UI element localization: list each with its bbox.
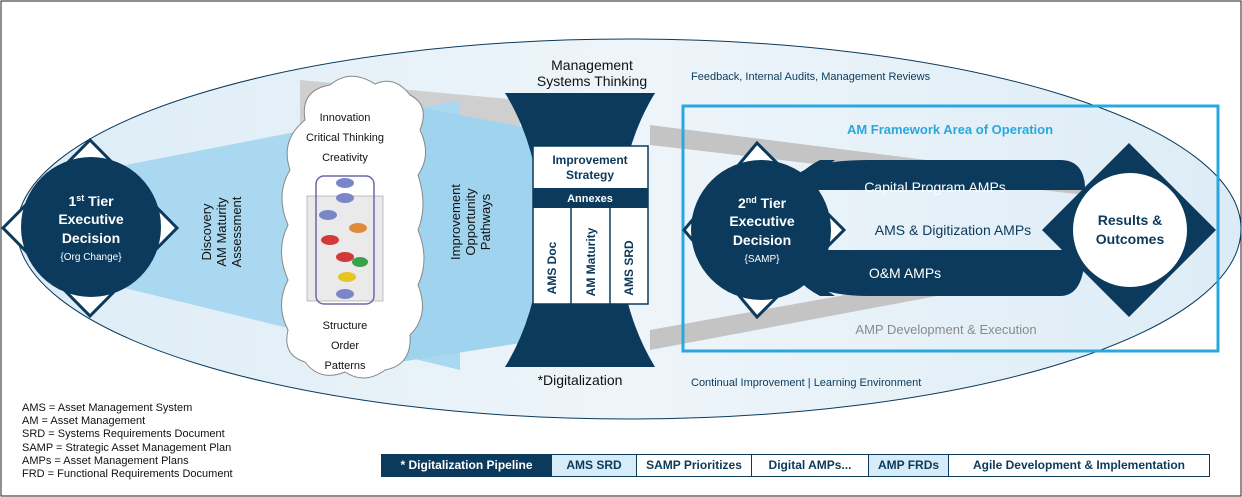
flowchart-thumbnail bbox=[306, 175, 384, 305]
continual-improvement-text: Continual Improvement | Learning Environ… bbox=[691, 377, 921, 389]
column-ams-doc: AMS Doc bbox=[545, 241, 559, 294]
management-line2: Systems Thinking bbox=[537, 73, 647, 89]
tier1-line3: Decision bbox=[62, 230, 120, 246]
cloud-structure: Structure bbox=[323, 320, 368, 332]
strategy-box bbox=[532, 145, 649, 305]
digitalization-pipeline: * Digitalization Pipeline AMS SRD SAMP P… bbox=[381, 454, 1210, 477]
management-line1: Management bbox=[551, 57, 633, 73]
pipeline-step-digital-amps: Digital AMPs... bbox=[752, 455, 869, 476]
improvement-pathways-label: Improvement Opportunity Pathways bbox=[448, 184, 493, 260]
column-ams-srd: AMS SRD bbox=[622, 240, 636, 296]
digitization-amps-label: AMS & Digitization AMPs bbox=[875, 222, 1031, 238]
cloud-patterns: Patterns bbox=[325, 360, 366, 372]
legend-item: AM = Asset Management bbox=[22, 415, 146, 428]
results-line2: Outcomes bbox=[1096, 231, 1165, 247]
svg-text:AM Maturity: AM Maturity bbox=[584, 227, 598, 296]
svg-text:AMS Doc: AMS Doc bbox=[545, 241, 559, 294]
cloud-order: Order bbox=[331, 340, 359, 352]
cloud-creativity: Creativity bbox=[322, 152, 368, 164]
tier1-line4: {Org Change} bbox=[60, 252, 122, 263]
pipeline-step-amp-frds: AMP FRDs bbox=[869, 455, 949, 476]
capital-amps-label: Capital Program AMPs bbox=[864, 179, 1006, 195]
cloud-critical-thinking: Critical Thinking bbox=[306, 132, 384, 144]
om-amps-label: O&M AMPs bbox=[869, 265, 941, 281]
legend-item: FRD = Functional Requirements Document bbox=[22, 468, 233, 481]
tier1-line1: 1st Tier bbox=[68, 193, 114, 209]
pipeline-step-agile: Agile Development & Implementation bbox=[949, 455, 1209, 476]
discovery-label: Discovery AM Maturity Assessment bbox=[199, 196, 244, 267]
svg-text:Improvement: Improvement bbox=[448, 184, 463, 260]
annexes-label: Annexes bbox=[567, 193, 613, 205]
legend-item: AMPs = Asset Management Plans bbox=[22, 454, 189, 467]
om-amp-shape bbox=[790, 250, 1085, 296]
pipeline-step-header: * Digitalization Pipeline bbox=[382, 455, 552, 476]
digitalization-text: *Digitalization bbox=[538, 372, 623, 388]
pipeline-step-ams-srd: AMS SRD bbox=[552, 455, 637, 476]
strategy-title-line2: Strategy bbox=[566, 168, 614, 182]
framework-title: AM Framework Area of Operation bbox=[847, 122, 1053, 137]
results-circle bbox=[1071, 171, 1189, 289]
annexes-bar bbox=[533, 188, 648, 208]
framework-box bbox=[681, 104, 1220, 353]
svg-text:AMS SRD: AMS SRD bbox=[622, 240, 636, 296]
svg-text:AM Maturity: AM Maturity bbox=[214, 197, 229, 267]
tier2-circle bbox=[691, 160, 831, 300]
tier2-line4: {SAMP} bbox=[744, 254, 780, 265]
tier2-line2: Executive bbox=[729, 213, 795, 229]
pipeline-step-samp: SAMP Prioritizes bbox=[637, 455, 752, 476]
tier2-line1: 2nd Tier bbox=[738, 195, 787, 211]
svg-text:Discovery: Discovery bbox=[199, 203, 214, 261]
strategy-title-line1: Improvement bbox=[552, 153, 627, 167]
svg-text:Pathways: Pathways bbox=[478, 193, 493, 250]
tier1-circle bbox=[21, 157, 161, 297]
legend-item: SAMP = Strategic Asset Management Plan bbox=[22, 441, 232, 454]
tier1-line2: Executive bbox=[58, 211, 124, 227]
feedback-text: Feedback, Internal Audits, Management Re… bbox=[691, 71, 931, 83]
legend-item: AMS = Asset Management System bbox=[22, 402, 193, 414]
svg-text:Opportunity: Opportunity bbox=[463, 188, 478, 256]
tier2-line3: Decision bbox=[733, 232, 791, 248]
legend-item: SRD = Systems Requirements Document bbox=[22, 428, 225, 441]
results-line1: Results & bbox=[1098, 212, 1163, 228]
capital-amp-shape bbox=[790, 160, 1085, 190]
framework-footer: AMP Development & Execution bbox=[855, 322, 1036, 337]
column-am-maturity: AM Maturity bbox=[584, 227, 598, 296]
abbreviation-legend: AMS = Asset Management System AM = Asset… bbox=[22, 402, 233, 481]
cloud-innovation: Innovation bbox=[320, 112, 371, 124]
svg-text:Assessment: Assessment bbox=[229, 196, 244, 267]
